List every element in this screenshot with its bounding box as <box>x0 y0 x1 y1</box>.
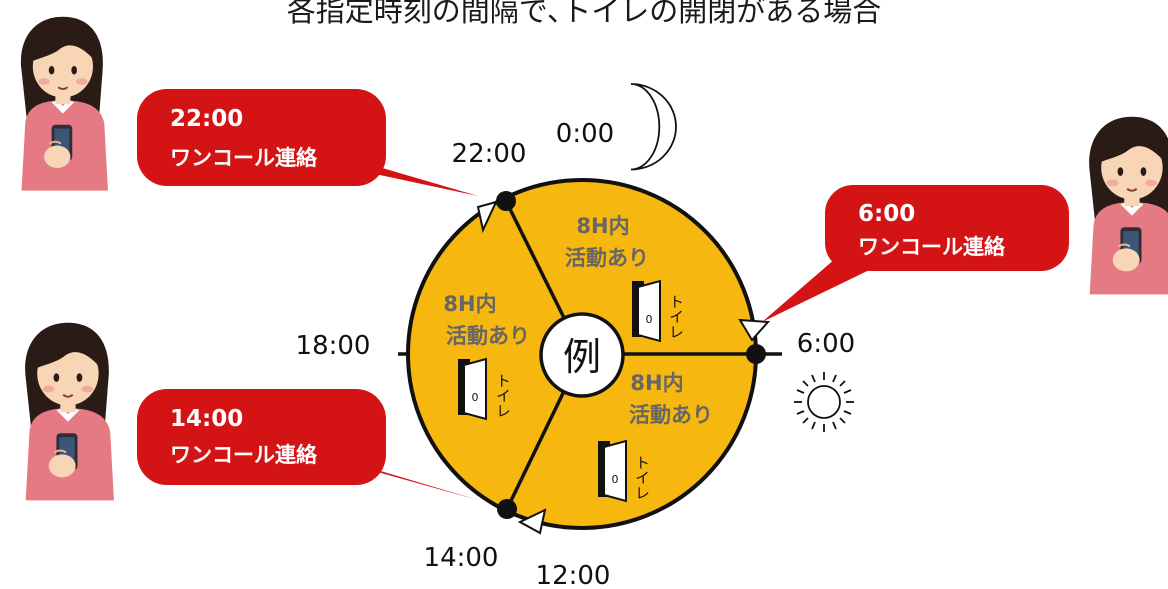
callout-text: ワンコール連絡 <box>170 443 318 467</box>
moon-icon <box>630 83 677 171</box>
segment-duration: 8H内 <box>443 292 496 316</box>
callout-time: 6:00 <box>858 201 915 227</box>
callout-time: 22:00 <box>170 106 243 132</box>
svg-text:0: 0 <box>472 391 479 404</box>
woman-with-phone-icon <box>24 321 115 502</box>
arrow-14 <box>517 508 547 535</box>
segment-bottom-right: 8H内 活動あり 0 トイレ <box>597 371 713 502</box>
time-label-12: 12:00 <box>536 561 611 589</box>
callout-6: 6:00 ワンコール連絡 <box>762 185 1069 322</box>
callout-text: ワンコール連絡 <box>170 146 318 170</box>
segment-top: 8H内 活動あり 0 トイレ <box>565 214 685 342</box>
time-label-22: 22:00 <box>452 139 527 169</box>
marker-14 <box>497 499 517 519</box>
door-label: トイレ <box>667 294 685 339</box>
center-circle <box>539 312 625 398</box>
arrow-6 <box>738 318 771 342</box>
woman-with-phone-icon <box>20 15 109 192</box>
marker-22 <box>496 191 516 211</box>
segment-activity: 活動あり <box>446 324 530 348</box>
callout-text: ワンコール連絡 <box>858 235 1006 259</box>
callout-14: 14:00 ワンコール連絡 <box>137 389 478 500</box>
callout-time: 14:00 <box>170 406 243 432</box>
svg-text:0: 0 <box>646 313 653 326</box>
arrow-22 <box>476 200 498 234</box>
door-label: トイレ <box>633 455 651 500</box>
segment-activity: 活動あり <box>629 403 713 427</box>
segment-duration: 8H内 <box>576 214 629 238</box>
center-label: 例 <box>563 335 601 379</box>
segment-left: 8H内 活動あり 0 トイレ <box>443 292 530 420</box>
clock: 例 0:00 22:00 6:00 18:00 14:00 12:00 <box>296 83 855 589</box>
door-icon: 0 <box>457 358 487 420</box>
time-label-14: 14:00 <box>424 543 499 573</box>
time-label-18: 18:00 <box>296 331 371 361</box>
page-title: 各指定時刻の間隔で､トイレの開閉がある場合 <box>286 0 882 28</box>
door-label: トイレ <box>494 373 512 418</box>
woman-with-phone-icon <box>1088 115 1168 296</box>
door-icon: 0 <box>597 440 627 502</box>
sun-icon <box>794 372 854 432</box>
time-label-6: 6:00 <box>797 329 855 359</box>
svg-text:0: 0 <box>612 473 619 486</box>
segment-duration: 8H内 <box>630 371 683 395</box>
door-icon: 0 <box>631 280 661 342</box>
callout-22: 22:00 ワンコール連絡 <box>137 89 478 196</box>
marker-6 <box>746 344 766 364</box>
time-label-0: 0:00 <box>556 119 614 149</box>
segment-activity: 活動あり <box>565 246 649 270</box>
